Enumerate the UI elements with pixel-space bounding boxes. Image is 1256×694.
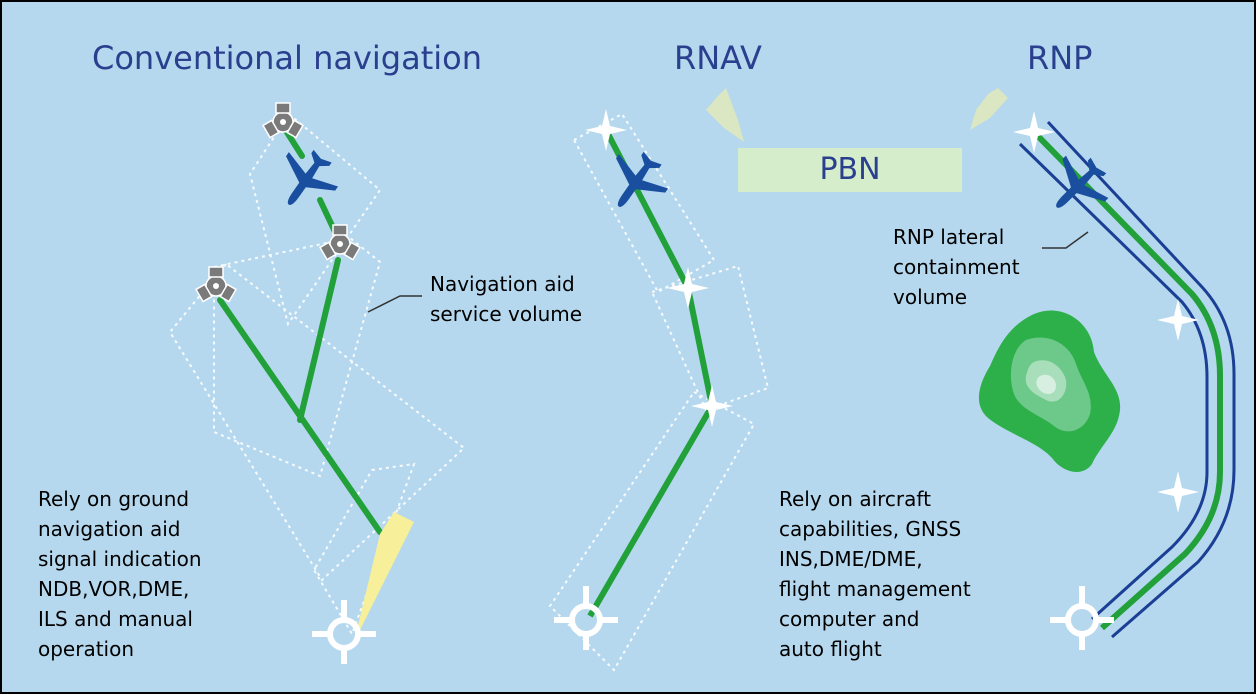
ils-beam-icon	[354, 512, 414, 642]
label-rnp-containment-volume: RNP lateral containment volume	[893, 225, 1020, 309]
rnp-route	[1031, 129, 1223, 631]
rnp-volume-leader	[1042, 231, 1089, 249]
label-navaid-service-volume: Navigation aid service volume	[430, 272, 583, 326]
arrow-icon	[970, 88, 1008, 130]
rnav-route-corridors	[548, 112, 770, 672]
runway-threshold-icon	[554, 586, 618, 650]
runway-threshold-icon	[1050, 586, 1114, 650]
waypoint-star-icon	[1157, 299, 1199, 341]
arrow-icon	[706, 88, 744, 142]
navaid-icon	[262, 102, 304, 139]
note-conventional: Rely on ground navigation aid signal ind…	[38, 487, 202, 661]
waypoint-star-icon	[667, 267, 709, 309]
conventional-service-volumes	[168, 112, 466, 637]
aircraft-icon	[264, 139, 348, 222]
title-rnp: RNP	[1027, 39, 1093, 77]
terrain-icon	[978, 310, 1121, 472]
title-conventional-navigation: Conventional navigation	[92, 39, 483, 77]
waypoint-star-icon	[1157, 471, 1199, 513]
rnav-route	[587, 128, 715, 618]
navaid-icon	[195, 266, 237, 303]
pbn-box: PBN	[738, 148, 962, 192]
waypoint-star-icon	[585, 109, 627, 151]
navaid-volume-leader	[367, 295, 422, 313]
rnp-containment	[1018, 120, 1236, 639]
note-pbn: Rely on aircraft capabilities, GNSS INS,…	[779, 487, 971, 661]
title-rnav: RNAV	[674, 39, 762, 77]
